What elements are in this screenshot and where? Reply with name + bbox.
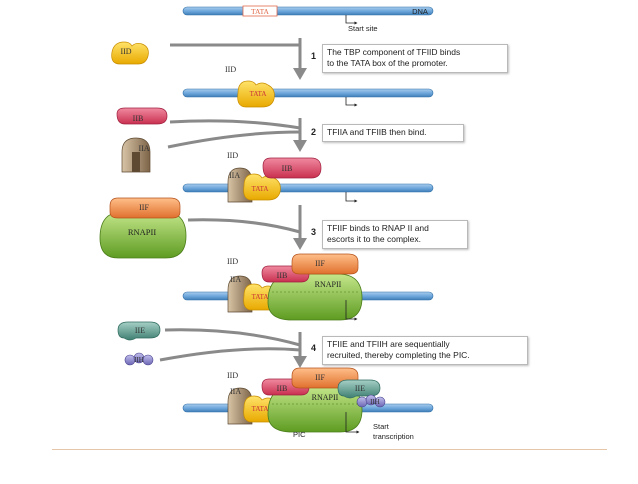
start-site-label: Start site bbox=[348, 24, 378, 33]
dna-row-4: IIF IIB RNAPII IIE IIH TATA IID IIA PIC … bbox=[182, 367, 434, 441]
step3-arrowhead bbox=[293, 238, 307, 250]
tfiia-label: IIA bbox=[230, 275, 241, 284]
step-3-text-2: escorts it to the complex. bbox=[327, 234, 422, 244]
svg-text:IIB: IIB bbox=[277, 384, 288, 393]
tfiia-label: IIA bbox=[229, 171, 240, 180]
tfiih-bound bbox=[356, 396, 368, 408]
tfiif-bound bbox=[291, 253, 359, 275]
dna-strand bbox=[182, 6, 434, 16]
bottom-divider bbox=[52, 449, 607, 450]
svg-text:TATA: TATA bbox=[252, 293, 269, 301]
svg-text:RNAPII: RNAPII bbox=[128, 227, 157, 237]
tfiie-free: IIE bbox=[117, 321, 161, 341]
tfiid-free: IID bbox=[111, 41, 149, 65]
pic-label: PIC bbox=[293, 430, 306, 439]
rnapii-tfiif-free: IIF RNAPII bbox=[99, 197, 187, 259]
tfiia-free: IIA bbox=[121, 137, 151, 173]
dna-row-3: IIF IIB RNAPII TATA IID IIA bbox=[182, 253, 434, 321]
step1-arrowhead bbox=[293, 68, 307, 80]
step-4-text-2: recruited, thereby completing the PIC. bbox=[327, 350, 470, 360]
svg-text:RNAPII: RNAPII bbox=[312, 393, 339, 402]
step-1-text-2: to the TATA box of the promoter. bbox=[327, 58, 448, 68]
step-2-number: 2 bbox=[311, 127, 317, 137]
step-4-number: 4 bbox=[311, 343, 317, 353]
step2-arrowhead bbox=[293, 140, 307, 152]
step2-arrow-in-a bbox=[169, 119, 301, 130]
start-site-arrow bbox=[345, 15, 358, 25]
svg-text:IIF: IIF bbox=[315, 373, 325, 382]
tfiid-label: IID bbox=[227, 371, 238, 380]
svg-text:IIB: IIB bbox=[282, 164, 293, 173]
dna-row-2: IIB TATA IID IIA bbox=[182, 151, 434, 203]
step-1-number: 1 bbox=[311, 51, 317, 61]
step-3-text-1: TFIIF binds to RNAP II and bbox=[327, 223, 429, 233]
step3-arrow-in bbox=[187, 218, 301, 234]
dna-label: DNA bbox=[412, 7, 428, 16]
step2-arrow-in-b bbox=[167, 130, 301, 149]
tfiid-bound bbox=[237, 80, 275, 108]
svg-text:IID: IID bbox=[120, 47, 131, 56]
start-transcription-label-2: transcription bbox=[373, 432, 414, 441]
step-3-callout: 3 TFIIF binds to RNAP II and escorts it … bbox=[311, 220, 468, 249]
svg-text:IIF: IIF bbox=[139, 203, 149, 212]
step-2-text-1: TFIIA and TFIIB then bind. bbox=[327, 127, 427, 137]
tata-box bbox=[242, 5, 278, 17]
step4-arrow-in-b bbox=[159, 347, 301, 362]
step-4-callout: 4 TFIIE and TFIIH are sequentially recru… bbox=[311, 336, 528, 365]
tfiih-free: IIH bbox=[124, 352, 154, 366]
dna-row-1: TATA IID bbox=[182, 65, 434, 108]
tfiid-label: IID bbox=[227, 257, 238, 266]
start-transcription-label-1: Start bbox=[373, 422, 390, 431]
tata-label: TATA bbox=[251, 7, 270, 16]
step-4-text-1: TFIIE and TFIIH are sequentially bbox=[327, 339, 450, 349]
svg-text:IIB: IIB bbox=[133, 114, 144, 123]
step-1-text-1: The TBP component of TFIID binds bbox=[327, 47, 461, 57]
svg-text:TATA: TATA bbox=[252, 405, 269, 413]
svg-text:TATA: TATA bbox=[250, 90, 267, 98]
svg-text:TATA: TATA bbox=[252, 185, 269, 193]
dna-row-0: TATA DNA Start site bbox=[182, 5, 434, 33]
svg-text:IIH: IIH bbox=[370, 398, 380, 406]
step4-arrow-in-a bbox=[164, 328, 301, 347]
tfiib-free: IIB bbox=[116, 107, 168, 125]
tfiid-label: IID bbox=[227, 151, 238, 160]
tfiib-bound bbox=[262, 157, 322, 179]
tfiid-label: IID bbox=[225, 65, 236, 74]
step-2-callout: 2 TFIIA and TFIIB then bind. bbox=[311, 124, 464, 142]
svg-text:IIF: IIF bbox=[315, 259, 325, 268]
tfiie-bound bbox=[337, 379, 381, 399]
step-1-callout: 1 The TBP component of TFIID binds to th… bbox=[311, 44, 508, 73]
step4-arrowhead bbox=[293, 356, 307, 368]
tfiia-label: IIA bbox=[230, 387, 241, 396]
svg-text:IIE: IIE bbox=[135, 326, 145, 335]
svg-text:IIH: IIH bbox=[134, 356, 144, 364]
svg-text:IIA: IIA bbox=[138, 144, 149, 153]
svg-text:RNAPII: RNAPII bbox=[315, 280, 342, 289]
svg-text:IIB: IIB bbox=[277, 271, 288, 280]
svg-text:IIE: IIE bbox=[355, 384, 365, 393]
step-3-number: 3 bbox=[311, 227, 317, 237]
